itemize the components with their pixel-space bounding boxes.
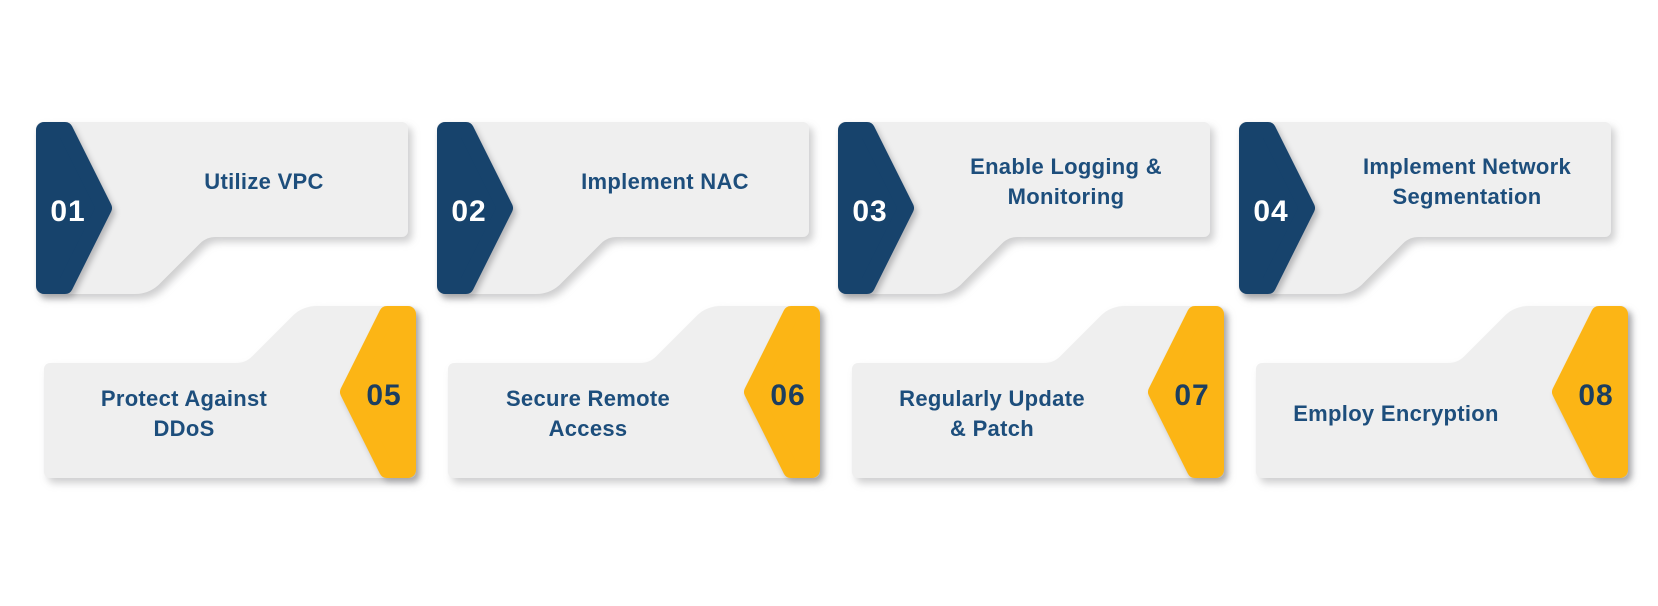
chevron-right-icon (1239, 122, 1315, 294)
card-body-shape (437, 122, 809, 294)
card-body-shape (852, 306, 1224, 478)
step-number: 05 (366, 379, 402, 412)
step-card-02: 02 Implement NAC (437, 122, 809, 294)
card-body-shape (1239, 122, 1611, 294)
step-title-line: Secure Remote (505, 386, 671, 411)
step-title-line: Regularly Update (899, 386, 1085, 411)
step-number: 06 (770, 379, 806, 412)
step-card-06: 06 Secure Remote Access (448, 306, 820, 478)
step-card-03: 03 Enable Logging & Monitoring (838, 122, 1210, 294)
step-title: Implement NAC (533, 130, 797, 234)
step-card-07: 07 Regularly Update & Patch (852, 306, 1224, 478)
step-title-line: Segmentation (1392, 184, 1542, 209)
step-title-line: Monitoring (1007, 184, 1125, 209)
step-title: Employ Encryption (1270, 362, 1522, 466)
step-card-01: 01 Utilize VPC (36, 122, 408, 294)
card-body-shape (838, 122, 1210, 294)
step-title-line: Enable Logging & (970, 154, 1162, 179)
step-title-line: Access (548, 416, 628, 441)
step-title: Enable Logging & Monitoring (934, 130, 1198, 234)
chevron-right-icon (437, 122, 513, 294)
step-title: Utilize VPC (132, 130, 396, 234)
step-title: Implement Network Segmentation (1335, 130, 1599, 234)
step-number: 04 (1253, 195, 1289, 228)
step-number: 07 (1174, 379, 1210, 412)
step-number: 03 (852, 195, 888, 228)
card-body-shape (36, 122, 408, 294)
step-title-line: Implement NAC (581, 169, 749, 194)
step-title: Secure Remote Access (462, 362, 714, 466)
chevron-left-icon (744, 306, 820, 478)
step-card-05: 05 Protect Against DDoS (44, 306, 416, 478)
chevron-left-icon (340, 306, 416, 478)
step-title-line: Utilize VPC (204, 169, 324, 194)
step-title: Protect Against DDoS (58, 362, 310, 466)
step-title-line: Employ Encryption (1293, 401, 1499, 426)
card-body-shape (44, 306, 416, 478)
step-title-line: & Patch (949, 416, 1034, 441)
chevron-right-icon (36, 122, 112, 294)
card-body-shape (1256, 306, 1628, 478)
chevron-left-icon (1148, 306, 1224, 478)
step-card-08: 08 Employ Encryption (1256, 306, 1628, 478)
step-number: 01 (50, 195, 86, 228)
step-number: 02 (451, 195, 487, 228)
chevron-left-icon (1552, 306, 1628, 478)
step-title-line: Implement Network (1362, 154, 1572, 179)
card-body-shape (448, 306, 820, 478)
step-title-line: Protect Against (100, 386, 268, 411)
step-title-line: DDoS (153, 416, 215, 441)
step-title: Regularly Update & Patch (866, 362, 1118, 466)
step-card-04: 04 Implement Network Segmentation (1239, 122, 1611, 294)
chevron-right-icon (838, 122, 914, 294)
step-number: 08 (1578, 379, 1614, 412)
